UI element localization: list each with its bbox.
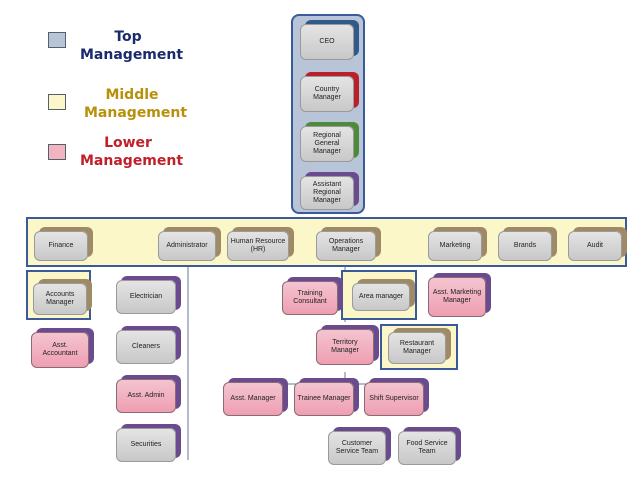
node-shift-supervisor: Shift Supervisor (364, 382, 424, 416)
legend-top-line1: Top (114, 29, 142, 45)
legend-lower-label: Lower Management (80, 134, 184, 170)
node-customer-service-team: Customer Service Team (328, 431, 386, 465)
node-asst-manager: Asst. Manager (223, 382, 283, 416)
node-operations-manager: Operations Manager (316, 231, 376, 261)
node-audit: Audit (568, 231, 622, 261)
legend-middle-line2: Management (84, 105, 188, 121)
node-assistant-regional-manager: Assistant Regional Manager (300, 176, 354, 210)
legend-lower-swatch (48, 144, 66, 160)
node-trainee-manager: Trainee Manager (294, 382, 354, 416)
legend-top-line2: Management (80, 47, 184, 63)
node-brands: Brands (498, 231, 552, 261)
node-cleaners: Cleaners (116, 330, 176, 364)
legend-middle-swatch (48, 94, 66, 110)
node-food-service-team: Food Service Team (398, 431, 456, 465)
legend-middle-line1: Middle (105, 87, 159, 103)
node-securities: Securities (116, 428, 176, 462)
legend-lower-line2: Management (80, 153, 184, 169)
node-territory-manager: Territory Manager (316, 329, 374, 365)
node-training-consultant: Training Consultant (282, 281, 338, 315)
node-marketing: Marketing (428, 231, 482, 261)
legend-lower-line1: Lower (104, 135, 152, 151)
node-country-manager: Country Manager (300, 76, 354, 112)
node-asst-admin: Asst. Admin (116, 379, 176, 413)
node-restaurant-manager: Restaurant Manager (388, 332, 446, 364)
node-asst-accountant: Asst. Accountant (31, 332, 89, 368)
node-human-resource: Human Resource (HR) (227, 231, 289, 261)
legend-top-swatch (48, 32, 66, 48)
node-asst-marketing-manager: Asst. Marketing Manager (428, 277, 486, 317)
node-regional-general-manager: Regional General Manager (300, 126, 354, 162)
node-electrician: Electrician (116, 280, 176, 314)
legend-top-label: Top Management (80, 28, 184, 64)
node-area-manager: Area manager (352, 283, 410, 311)
node-finance: Finance (34, 231, 88, 261)
legend-middle-label: Middle Management (84, 86, 188, 122)
node-administrator: Administrator (158, 231, 216, 261)
node-accounts-manager: Accounts Manager (33, 283, 87, 315)
node-ceo: CEO (300, 24, 354, 60)
